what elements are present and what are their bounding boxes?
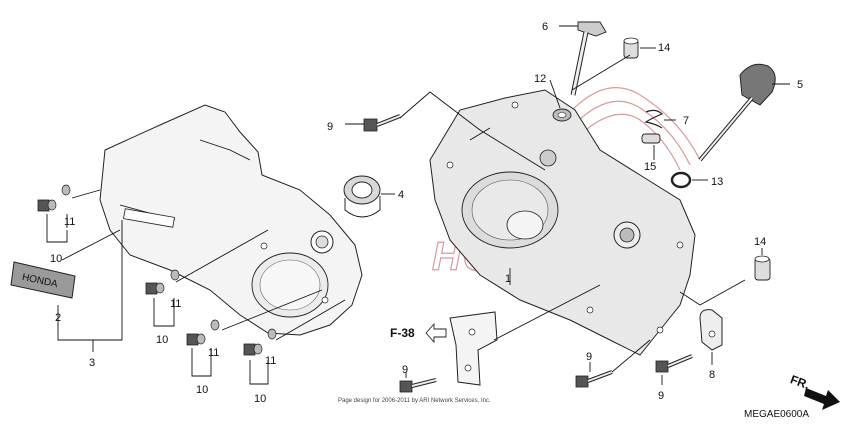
callout-7: 7 [683,115,689,127]
bolt-part-9-right[interactable] [655,354,693,373]
washer-part-12[interactable] [552,108,572,122]
emblem-part-2[interactable]: HONDA [10,261,76,299]
spring-part-7[interactable] [644,109,664,129]
oil-seal-part-4[interactable] [343,175,381,218]
bolt-part-9-top[interactable] [363,114,401,132]
bolt-set-b[interactable] [145,269,180,295]
callout-12: 12 [534,73,546,85]
callout-10-c: 10 [196,384,208,396]
bolt-part-9-bottom[interactable] [399,378,437,393]
clamp-part-8[interactable] [699,309,723,351]
callout-14-lower: 14 [754,236,766,248]
front-direction-indicator: FR. [789,372,840,410]
diagram-code: MEGAE0600A [744,409,809,420]
bolt-set-c[interactable] [186,319,220,346]
direction-label: FR. [789,372,812,392]
callout-9-top: 9 [327,121,333,133]
callout-10-d: 10 [254,393,266,405]
bolt-set-a[interactable] [37,184,71,212]
dowel-pin-part-14-upper[interactable] [623,37,639,59]
callout-1: 1 [505,273,511,285]
bolt-part-9-middle[interactable] [575,370,613,388]
callout-14-upper: 14 [658,42,670,54]
left-cover-part-3[interactable] [99,104,363,336]
callout-8: 8 [709,369,715,381]
callout-11-c: 11 [208,347,219,359]
callout-2: 2 [55,312,61,324]
right-cover-part-1[interactable] [429,89,696,356]
dowel-pin-part-14-lower[interactable] [754,255,771,281]
callout-10-b: 10 [156,334,168,346]
front-arrow-icon [804,388,840,410]
callout-9-bottom: 9 [402,364,408,376]
leader-lines [46,25,790,385]
copyright-notice: Page design for 2006-2011 by ARI Network… [338,398,491,404]
callout-13: 13 [711,176,723,188]
reference-label: F-38 [390,326,415,340]
callout-15: 15 [644,161,656,173]
callouts: 11 10 2 3 11 10 11 10 11 10 4 9 6 14 12 … [50,21,803,405]
o-ring-part-13[interactable] [670,171,692,189]
callout-9-middle: 9 [586,351,592,363]
callout-5: 5 [797,79,803,91]
pipe-part-6[interactable] [570,21,607,96]
bracket[interactable] [449,311,498,386]
callout-10-a: 10 [50,253,62,265]
callout-3: 3 [89,357,95,369]
callout-4: 4 [398,189,404,201]
callout-9-right: 9 [658,390,664,402]
reference-arrow-icon [425,322,447,344]
callout-11-d: 11 [265,355,276,367]
callout-11-b: 11 [170,298,181,310]
callout-11-a: 11 [64,216,75,228]
bolt-set-d[interactable] [243,328,277,356]
f38-reference[interactable]: F-38 [390,322,447,344]
callout-6: 6 [542,21,548,33]
dipstick-part-5[interactable] [698,63,776,162]
washer-part-15[interactable] [641,133,661,144]
